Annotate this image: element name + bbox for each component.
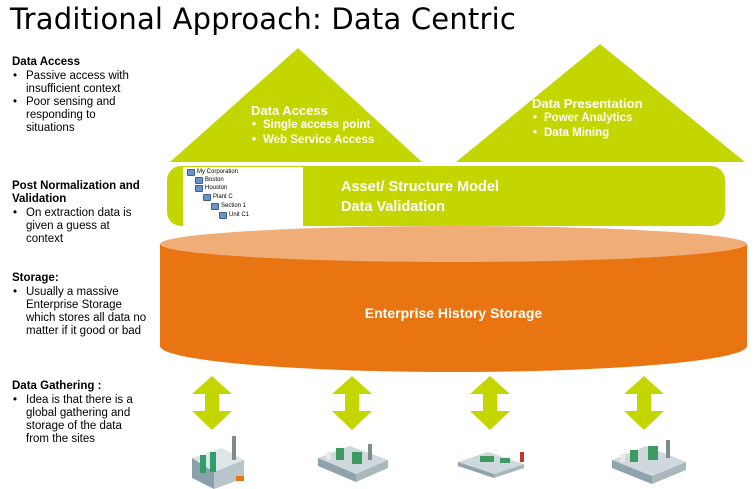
sidebar-heading: Post Normalization and Validation: [12, 180, 140, 205]
sidebar-heading: Data Gathering :: [12, 380, 102, 392]
asset-model-label: Asset/ Structure Model Data Validation: [341, 177, 499, 217]
folder-icon: [211, 202, 219, 210]
double-arrow-icon: [332, 376, 372, 430]
sidebar-post-normalization: Post Normalization and Validation On ext…: [12, 180, 147, 246]
asset-tree: My Corporation Boston Houston Plant C Se…: [183, 167, 303, 227]
sidebar-bullet: Poor sensing and responding to situation…: [13, 96, 147, 135]
data-presentation-box: Data Presentation Power Analytics Data M…: [532, 96, 643, 141]
sidebar-data-gathering: Data Gathering : Idea is that there is a…: [12, 380, 147, 446]
folder-icon: [203, 193, 211, 201]
data-access-box: Data Access Single access point Web Serv…: [251, 103, 374, 148]
sidebar-bullet: Passive access with insufficient context: [13, 70, 147, 96]
data-access-bullet: Web Service Access: [252, 133, 374, 148]
folder-icon: [187, 168, 195, 176]
data-access-title: Data Access: [251, 103, 328, 118]
sidebar-data-access: Data Access Passive access with insuffic…: [12, 56, 147, 135]
sidebar-storage: Storage: Usually a massive Enterprise St…: [12, 272, 147, 338]
sidebar-heading: Data Access: [12, 56, 80, 68]
sidebar-bullet: Idea is that there is a global gathering…: [13, 394, 147, 446]
data-presentation-title: Data Presentation: [532, 96, 643, 111]
plant-icon: [318, 444, 388, 482]
asset-model-band: [167, 166, 725, 226]
folder-icon: [195, 184, 203, 192]
sidebar-heading: Storage:: [12, 272, 59, 284]
storage-cylinder-base: [160, 320, 747, 372]
refinery-icon: [458, 452, 524, 478]
storage-cylinder-top: [160, 226, 747, 262]
storage-label: Enterprise History Storage: [364, 305, 543, 321]
data-presentation-bullet: Data Mining: [533, 126, 643, 141]
tree-node: Unit C1: [219, 211, 249, 220]
data-presentation-triangle: [456, 44, 745, 162]
tree-node: My Corporation: [187, 168, 238, 177]
double-arrow-icon: [624, 376, 664, 430]
page-title: Traditional Approach: Data Centric: [10, 2, 517, 36]
folder-icon: [195, 176, 203, 184]
factory-icon: [192, 436, 244, 489]
tree-node: Section 1: [211, 202, 246, 211]
data-presentation-bullet: Power Analytics: [533, 111, 643, 126]
plant-icon: [612, 440, 686, 484]
data-validation-line: Data Validation: [341, 199, 445, 215]
data-access-bullet: Single access point: [252, 118, 374, 133]
folder-icon: [219, 211, 227, 219]
tree-node: Houston: [195, 184, 227, 193]
tree-node: Plant C: [203, 193, 233, 202]
double-arrow-icon: [470, 376, 510, 430]
tree-node: Boston: [195, 176, 224, 185]
asset-model-line: Asset/ Structure Model: [341, 179, 499, 195]
double-arrow-icon: [192, 376, 232, 430]
sidebar-bullet: On extraction data is given a guess at c…: [13, 207, 147, 246]
sidebar-bullet: Usually a massive Enterprise Storage whi…: [13, 286, 147, 338]
